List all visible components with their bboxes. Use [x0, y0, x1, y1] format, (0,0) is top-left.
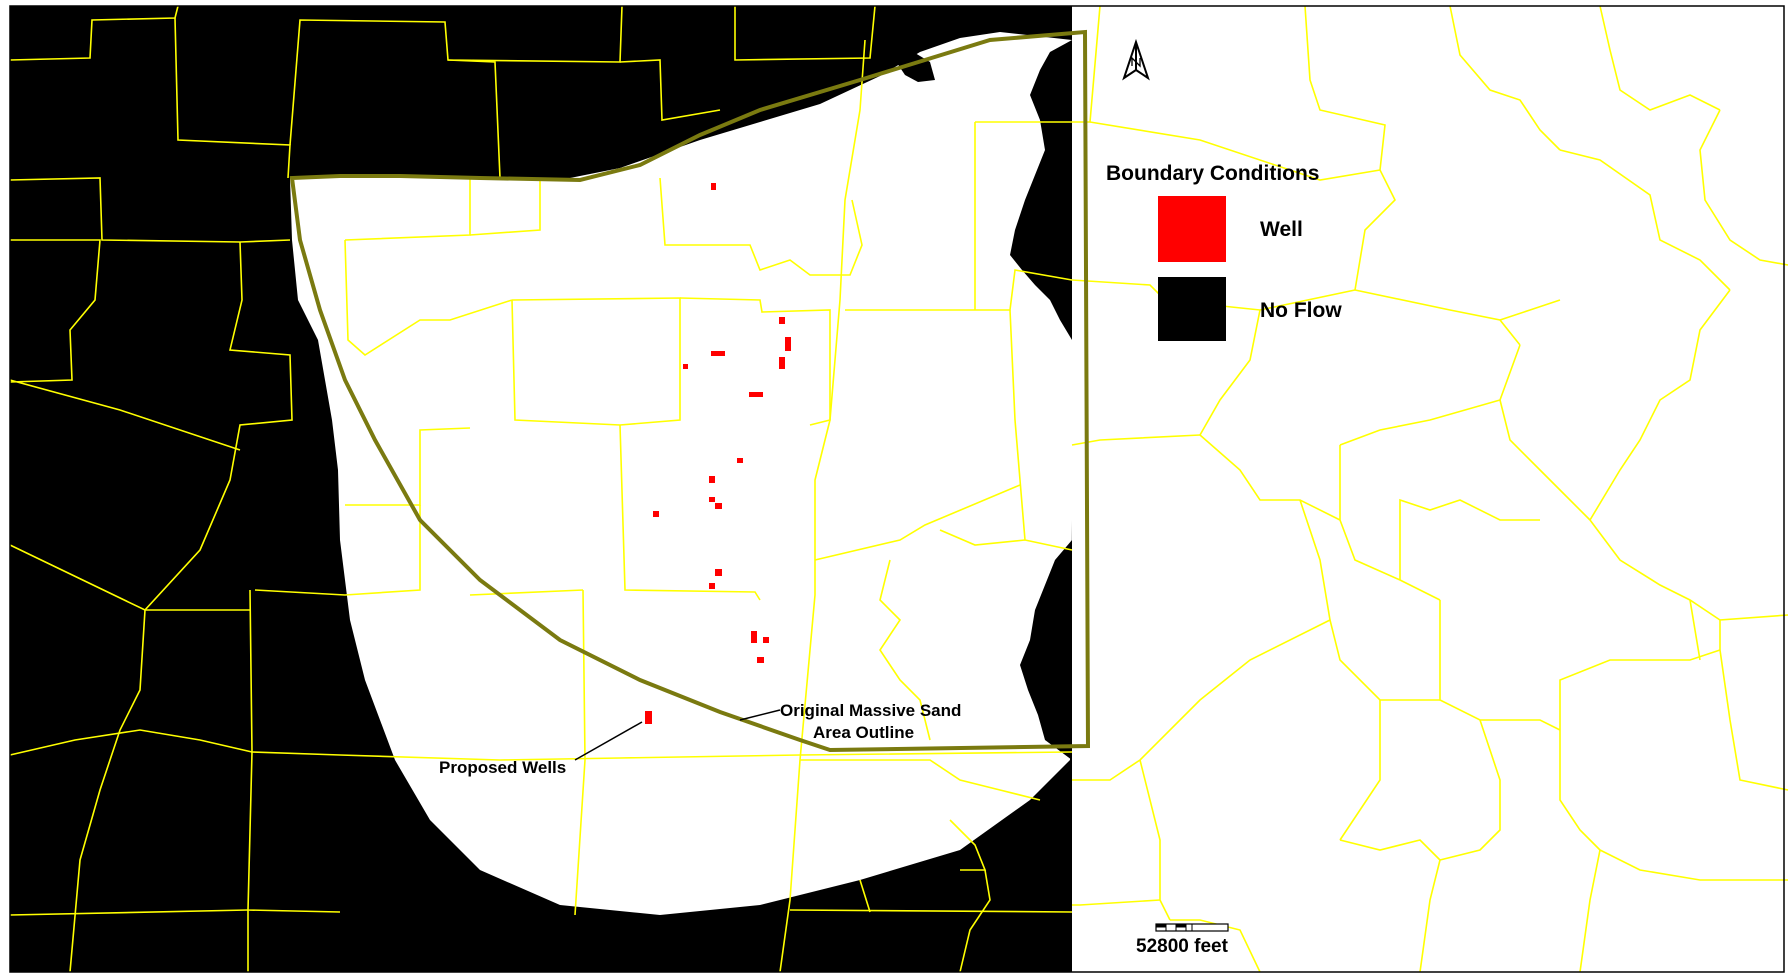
county-lines [9, 5, 1789, 973]
wells-leader-line [574, 721, 643, 761]
sand-area-outline [289, 29, 1091, 753]
legend-swatch-no-flow [1158, 277, 1226, 341]
well-marker [785, 337, 791, 351]
well-marker [779, 357, 785, 369]
well-marker [709, 583, 715, 589]
well-marker [711, 351, 725, 356]
scale-bar: 52800 feet [1136, 923, 1229, 957]
legend-title: Boundary Conditions [1106, 162, 1320, 185]
legend-label-well: Well [1260, 218, 1303, 241]
outline-label-line1: Original Massive Sand [780, 701, 961, 720]
well-marker [715, 569, 722, 576]
no-flow-notch-east-upper [1010, 40, 1072, 340]
well-marker [751, 631, 757, 643]
north-arrow-icon [1122, 38, 1150, 81]
legend-label-no-flow: No Flow [1260, 299, 1342, 322]
active-model-domain [290, 32, 1072, 915]
well-marker [737, 458, 743, 463]
well-marker [645, 711, 652, 724]
well-marker [709, 476, 715, 483]
outline-label-line2: Area Outline [813, 723, 914, 742]
well-marker [757, 657, 764, 663]
wells-label: Proposed Wells [439, 758, 566, 777]
map-border [9, 5, 1785, 973]
well-marker [653, 511, 659, 517]
well-marker [715, 503, 722, 509]
wells [645, 183, 791, 724]
well-marker [779, 317, 785, 324]
well-marker [749, 392, 763, 397]
well-marker [683, 364, 688, 369]
outline-leader-line [739, 709, 781, 721]
right-panel [1072, 6, 1788, 972]
legend-swatch-well [1158, 196, 1226, 262]
well-marker [763, 637, 769, 643]
legend: Boundary Conditions Well No Flow [1106, 162, 1342, 341]
well-marker [711, 183, 716, 190]
no-flow-notch-north [895, 50, 935, 82]
no-flow-notch-east-lower [1020, 540, 1072, 760]
scale-bar-label: 52800 feet [1136, 936, 1229, 957]
well-marker [709, 497, 715, 502]
